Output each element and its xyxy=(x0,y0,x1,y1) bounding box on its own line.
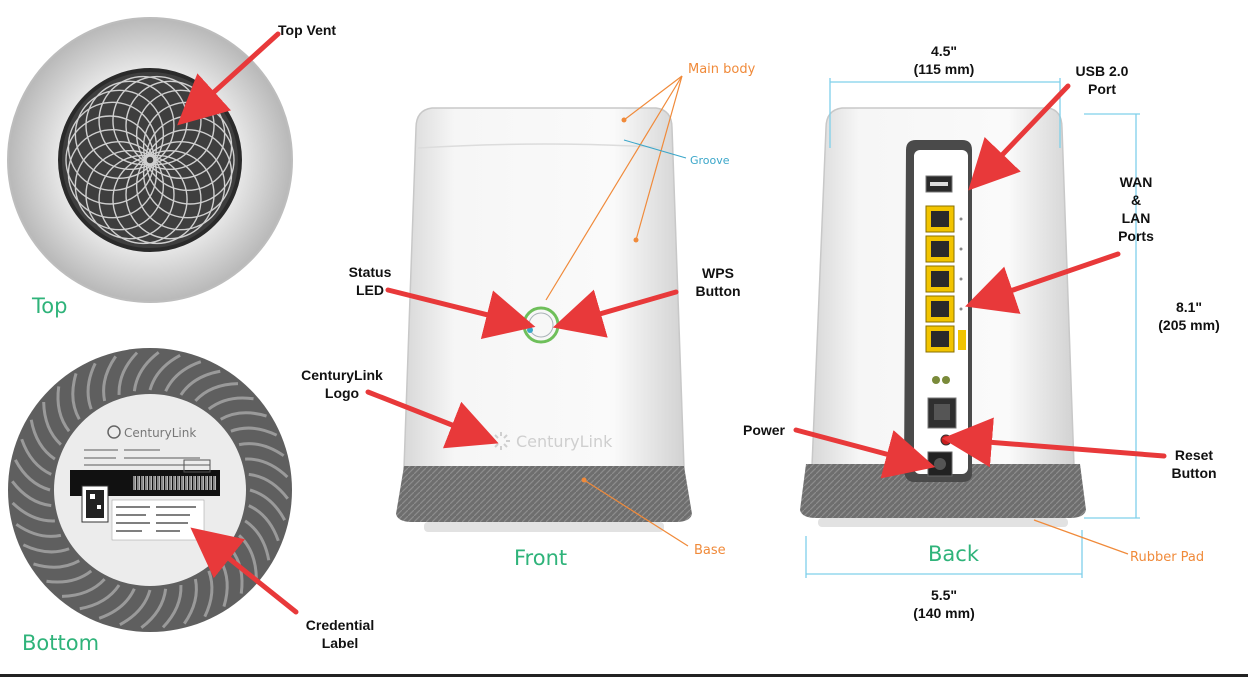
status-led-label: Status LED xyxy=(348,264,392,298)
view-label-back: Back xyxy=(928,542,979,566)
centurylink-logo-label: CenturyLink Logo xyxy=(301,367,383,401)
part-main-body: Main body xyxy=(688,62,756,77)
bottom-border xyxy=(0,674,1248,677)
front-view: CenturyLink xyxy=(396,107,692,532)
part-base: Base xyxy=(694,543,726,558)
view-label-top: Top xyxy=(32,294,68,318)
dimension-lines xyxy=(805,78,1140,578)
vent-grille xyxy=(65,75,235,245)
wan-lan-ports-label: WAN & LAN Ports xyxy=(1118,174,1154,244)
part-groove: Groove xyxy=(690,154,730,167)
front-base xyxy=(396,466,692,522)
view-label-front: Front xyxy=(514,546,568,570)
back-view xyxy=(800,107,1086,527)
wan-lan-ports xyxy=(925,205,963,353)
wps-button-label: WPS Button xyxy=(695,265,741,299)
front-main-body xyxy=(403,107,685,469)
height-dimension: 8.1" (205 mm) xyxy=(1158,299,1220,333)
top-width-dimension: 4.5" (115 mm) xyxy=(913,43,975,77)
base-width-dimension: 5.5" (140 mm) xyxy=(913,587,975,621)
lan-port[interactable] xyxy=(925,265,955,293)
part-rubber-pad: Rubber Pad xyxy=(1130,550,1205,565)
lan-port[interactable] xyxy=(925,235,955,263)
reset-button-label: Reset Button xyxy=(1171,447,1217,481)
view-label-bottom: Bottom xyxy=(22,631,100,655)
reset-button[interactable] xyxy=(940,434,952,446)
status-led xyxy=(527,327,533,333)
top-vent-label: Top Vent xyxy=(278,22,337,38)
callout-arrows xyxy=(177,31,1167,615)
bottom-view: CenturyLink xyxy=(8,348,292,632)
front-logo-text: CenturyLink xyxy=(516,432,613,451)
bottom-brand-text: CenturyLink xyxy=(124,426,196,440)
back-base xyxy=(800,464,1086,518)
usb-port-label: USB 2.0 Port xyxy=(1075,63,1129,97)
part-leaders xyxy=(545,75,1129,555)
credential-label-label: Credential Label xyxy=(305,617,375,651)
power-label: Power xyxy=(742,422,785,438)
